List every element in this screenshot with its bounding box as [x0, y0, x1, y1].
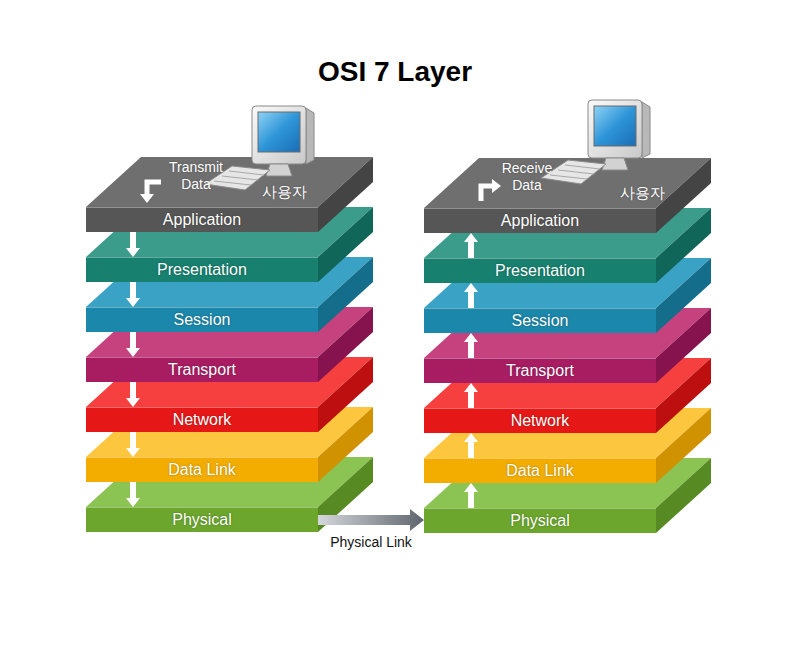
layer-name: Application	[86, 207, 318, 232]
layer-name: Session	[424, 308, 656, 333]
user-label: 사용자	[262, 183, 307, 201]
layer-name: Physical	[424, 508, 656, 533]
osi-layer: Presentation	[86, 257, 318, 282]
user-label: 사용자	[620, 184, 665, 202]
osi-layer: Network	[424, 408, 656, 433]
layer-name: Application	[424, 208, 656, 233]
layer-name: Network	[424, 408, 656, 433]
osi-layer: Transmit Data사용자Application	[86, 207, 318, 232]
layer-name: Transport	[424, 358, 656, 383]
osi-layer: Data Link	[424, 458, 656, 483]
layer-name: Network	[86, 407, 318, 432]
data-flow-note: Transmit Data	[161, 159, 231, 193]
osi-layer: Session	[86, 307, 318, 332]
layer-name: Session	[86, 307, 318, 332]
osi-layer: Presentation	[424, 258, 656, 283]
osi-layer: Network	[86, 407, 318, 432]
layer-name: Data Link	[424, 458, 656, 483]
osi-layer: Physical	[424, 508, 656, 533]
osi-layer: Data Link	[86, 457, 318, 482]
osi-layer: Receive Data사용자Application	[424, 208, 656, 233]
osi-layer: Session	[424, 308, 656, 333]
osi-layer: Transport	[86, 357, 318, 382]
data-flow-note: Receive Data	[492, 160, 562, 194]
layer-name: Presentation	[424, 258, 656, 283]
layer-name: Presentation	[86, 257, 318, 282]
osi-layer: Transport	[424, 358, 656, 383]
layer-name: Data Link	[86, 457, 318, 482]
layer-name: Transport	[86, 357, 318, 382]
diagram-title: OSI 7 Layer	[0, 56, 790, 88]
osi-layer: Physical	[86, 507, 318, 532]
layer-name: Physical	[86, 507, 318, 532]
link-label: Physical Link	[328, 534, 414, 550]
